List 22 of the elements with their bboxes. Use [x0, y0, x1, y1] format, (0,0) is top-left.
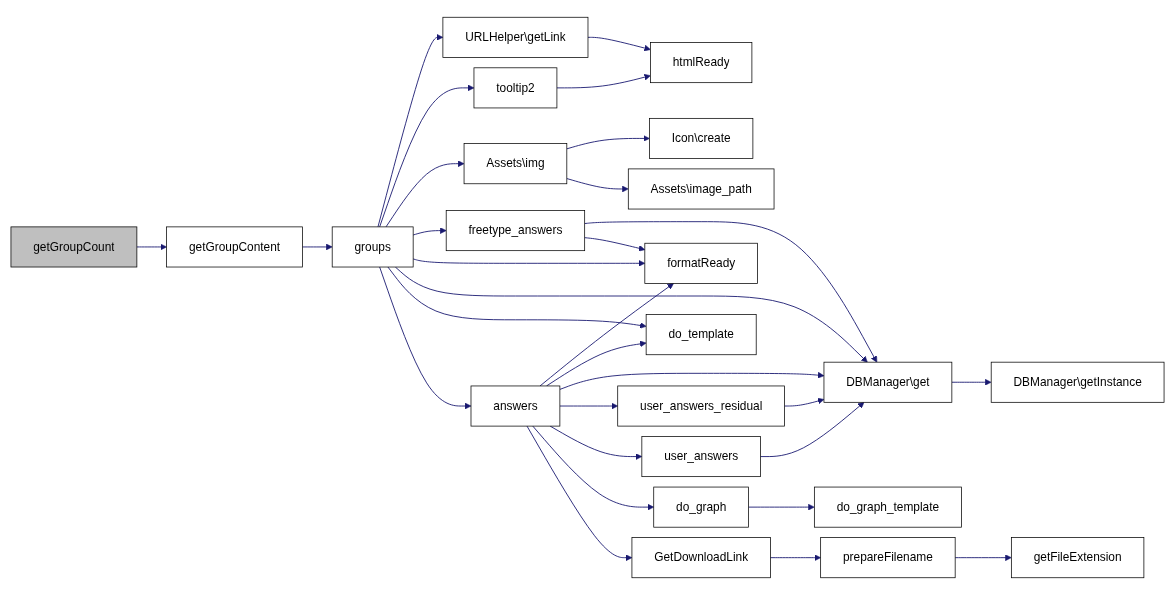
- node-box: user_answers_residual: [617, 385, 785, 427]
- node-box: answers: [470, 385, 561, 427]
- node-box: do_graph: [653, 486, 749, 528]
- node-box: tooltip2: [473, 67, 558, 109]
- node-box: formatReady: [644, 242, 758, 284]
- node-box: getGroupContent: [166, 226, 303, 268]
- node-box: getGroupCount: [10, 226, 138, 268]
- node-box: Assets\image_path: [627, 168, 775, 210]
- node-box: user_answers: [641, 436, 761, 477]
- node-box: Icon\create: [649, 117, 754, 159]
- node-box: groups: [331, 226, 414, 268]
- node-box: DBManager\getInstance: [990, 361, 1165, 403]
- node-box: do_graph_template: [814, 486, 962, 528]
- node-box: htmlReady: [650, 42, 753, 84]
- node-box: GetDownloadLink: [631, 537, 771, 579]
- node-box: DBManager\get: [823, 361, 953, 403]
- node-box: getFileExtension: [1011, 537, 1145, 579]
- node-box: Assets\img: [463, 143, 568, 185]
- node-box: freetype_answers: [445, 210, 586, 252]
- node-box: prepareFilename: [820, 537, 956, 579]
- node-box: URLHelper\getLink: [442, 16, 589, 58]
- node-box: do_template: [645, 314, 757, 356]
